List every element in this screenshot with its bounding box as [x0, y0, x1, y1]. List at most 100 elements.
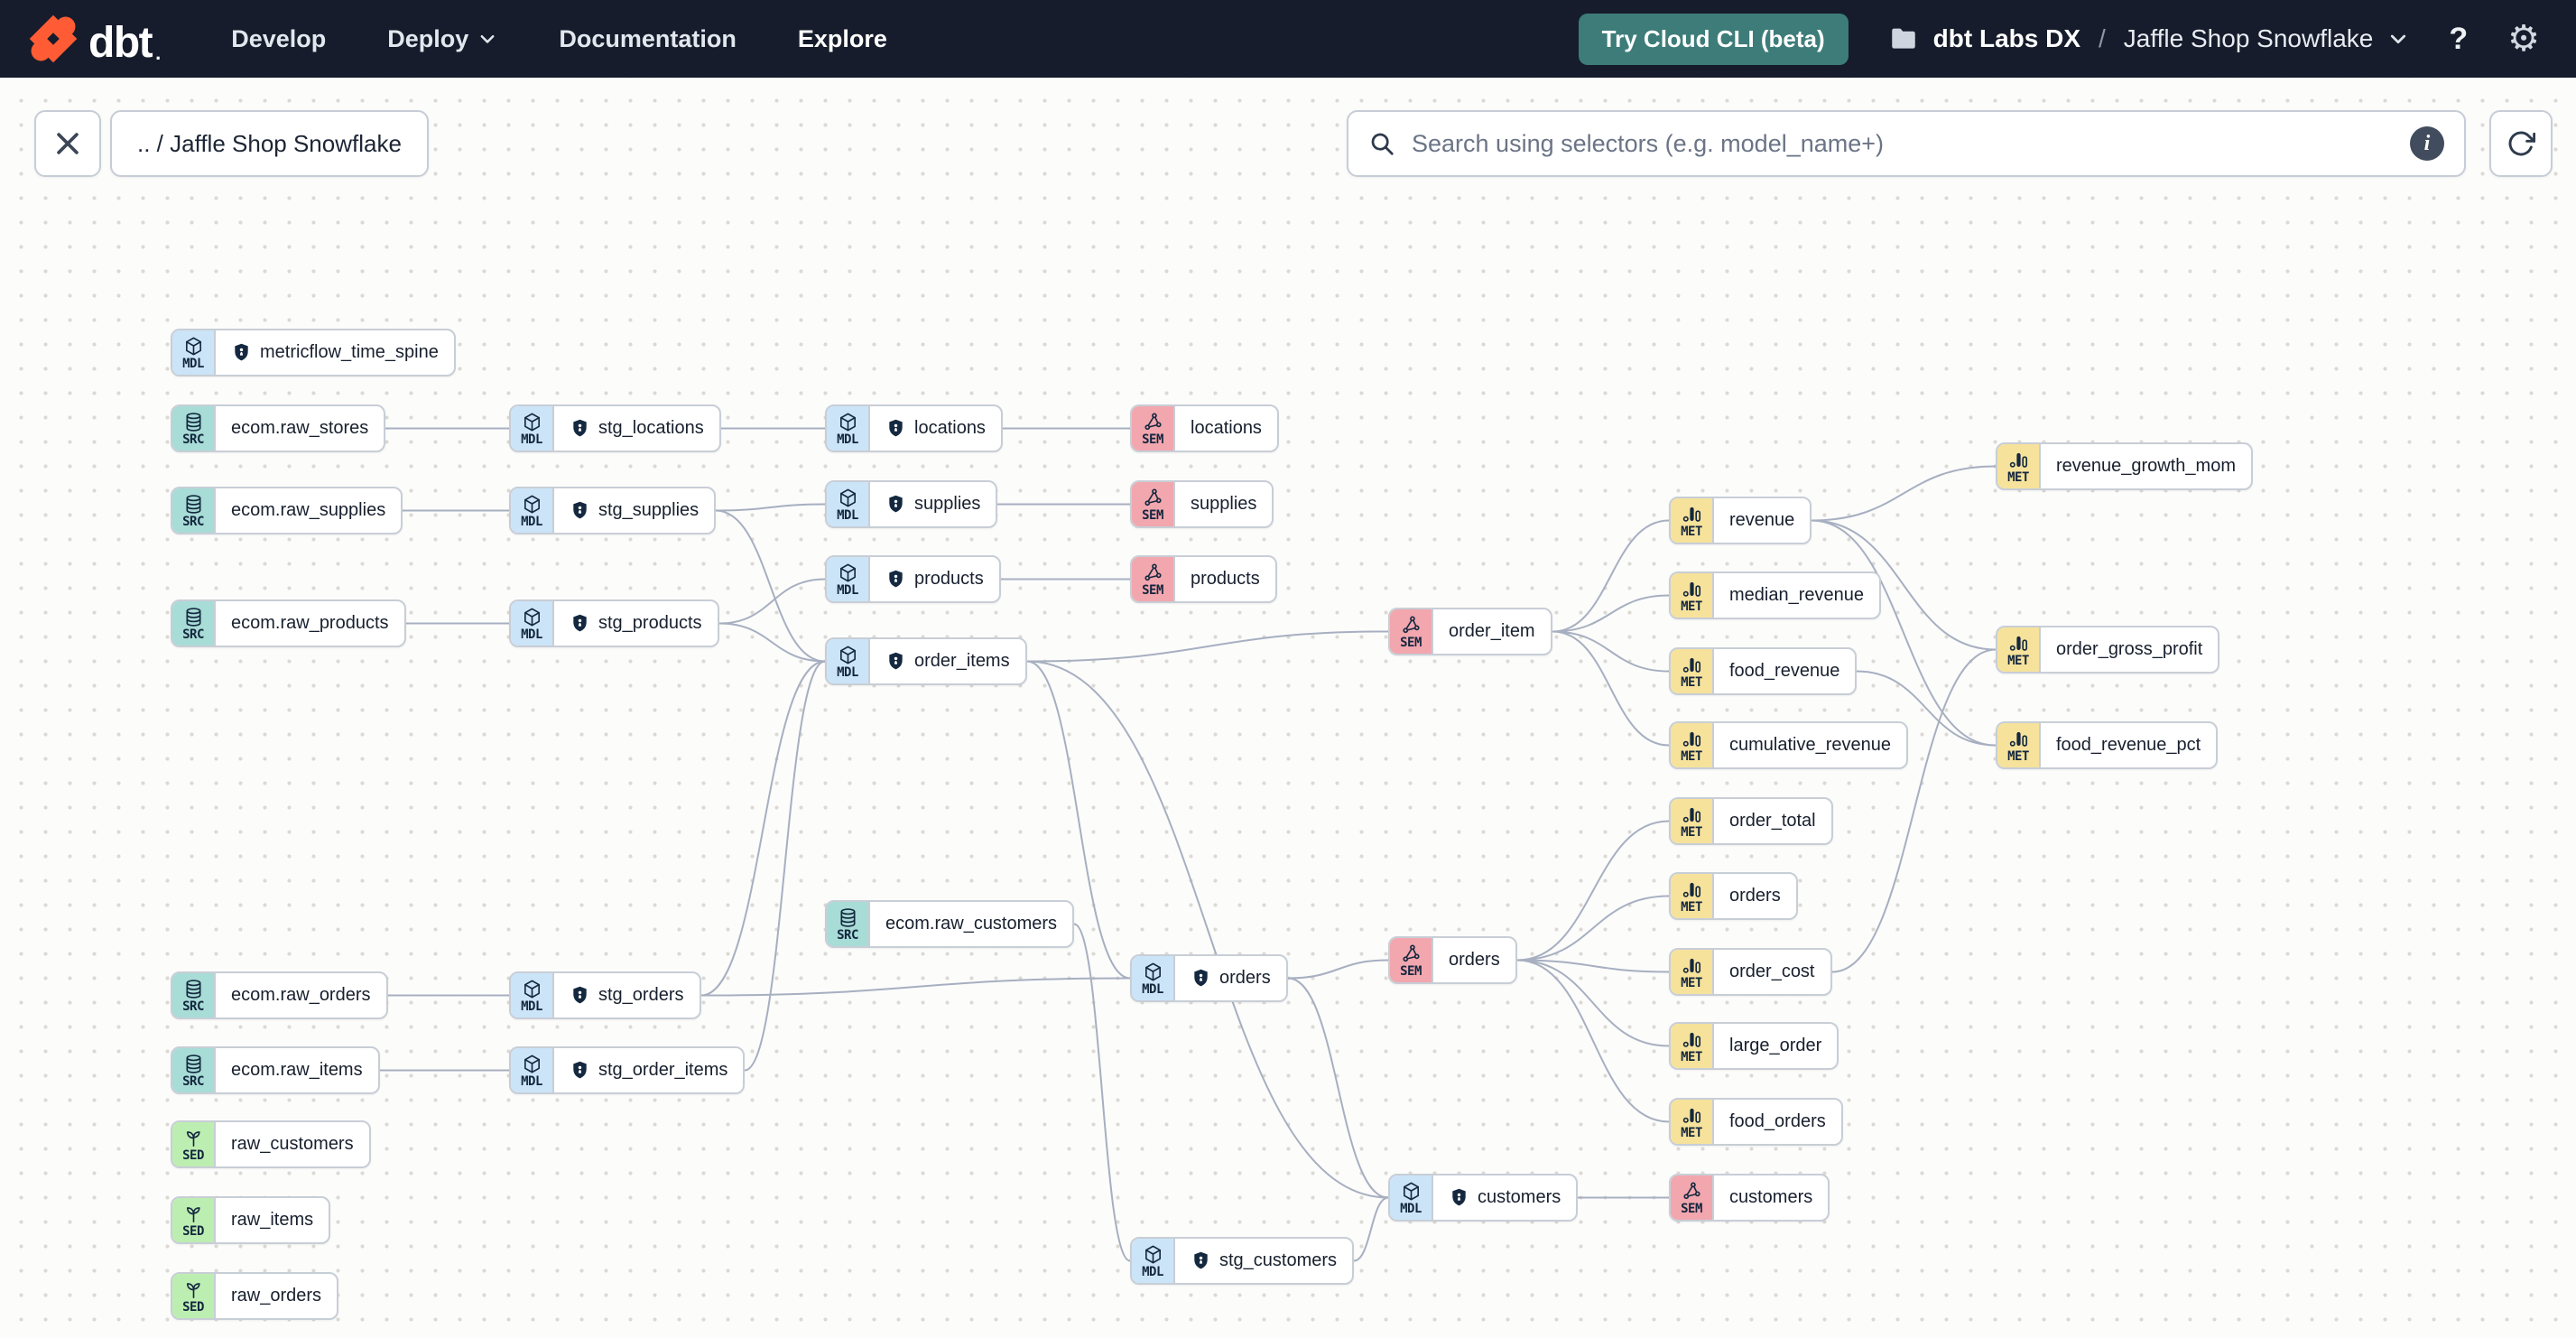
node-label-text: ecom.raw_stores [231, 418, 369, 438]
node-label-text: ecom.raw_items [231, 1060, 363, 1080]
node-kind-tag: MDL [837, 582, 858, 598]
graph-node-stg_products[interactable]: MDL stg_products [509, 599, 719, 647]
node-kind-tag: MET [1681, 674, 1702, 690]
node-kind-tag: MET [2007, 653, 2029, 668]
node-label: ecom.raw_customers [870, 902, 1072, 946]
chevron-down-icon [2391, 34, 2406, 44]
project-breadcrumb[interactable]: dbt Labs DX / Jaffle Shop Snowflake [1888, 23, 2410, 54]
node-label: revenue_growth_mom [2041, 444, 2251, 488]
selector-search[interactable]: i [1347, 110, 2466, 177]
node-label: orders [1175, 956, 1286, 1000]
metric-chart-icon: MET [1671, 723, 1714, 767]
metric-chart-icon: MET [1997, 723, 2041, 767]
node-kind-tag: SRC [837, 927, 858, 943]
node-label: raw_orders [216, 1274, 337, 1318]
node-label-text: locations [914, 418, 986, 438]
node-label-text: order_items [914, 651, 1010, 671]
graph-node-seed_items[interactable]: SED raw_items [171, 1196, 331, 1244]
seed-icon: SED [172, 1122, 216, 1166]
gear-icon[interactable]: ⚙ [2507, 19, 2540, 59]
node-kind-tag: MDL [521, 627, 542, 642]
metric-chart-icon: MET [1671, 950, 1714, 994]
graph-node-src_customers[interactable]: SRC ecom.raw_customers [825, 900, 1075, 948]
search-input[interactable] [1412, 129, 2394, 158]
info-icon[interactable]: i [2410, 126, 2444, 161]
node-kind-tag: SEM [1142, 432, 1163, 447]
nav-item-explore[interactable]: Explore [797, 24, 887, 52]
nav-item-deploy[interactable]: Deploy [387, 25, 497, 53]
seed-icon: SED [172, 1274, 216, 1318]
node-label: order_total [1714, 799, 1831, 843]
node-kind-tag: SEM [1142, 507, 1163, 523]
model-cube-icon: MDL [827, 557, 870, 601]
node-label-text: supplies [914, 494, 981, 514]
metric-chart-icon: MET [1997, 627, 2041, 672]
node-kind-tag: SRC [182, 514, 204, 529]
close-lineage-button[interactable] [34, 110, 101, 177]
graph-node-src_items[interactable]: SRC ecom.raw_items [171, 1046, 380, 1094]
chevron-down-icon [480, 35, 495, 43]
node-kind-tag: MET [1681, 824, 1702, 840]
node-label-text: ecom.raw_orders [231, 985, 371, 1005]
project-name[interactable]: Jaffle Shop Snowflake [2123, 24, 2374, 52]
protected-shield-icon [885, 569, 906, 590]
graph-node-met_order_total[interactable]: MET order_total [1669, 797, 1833, 845]
graph-node-seed_orders[interactable]: SED raw_orders [171, 1272, 339, 1320]
node-label-text: order_item [1449, 621, 1535, 641]
nav-item-develop[interactable]: Develop [231, 24, 327, 52]
dbt-logo[interactable]: dbt . [27, 13, 161, 65]
help-button[interactable]: ? [2449, 21, 2469, 56]
node-kind-tag: MET [1681, 1125, 1702, 1140]
nav-item-documentation[interactable]: Documentation [559, 24, 737, 52]
source-database-icon: SRC [172, 1048, 216, 1092]
try-cloud-cli-button[interactable]: Try Cloud CLI (beta) [1578, 13, 1849, 65]
node-label: orders [1433, 938, 1515, 982]
node-label: median_revenue [1714, 573, 1879, 618]
node-kind-tag: SED [182, 1223, 204, 1239]
node-label: customers [1433, 1175, 1576, 1220]
node-label-text: raw_items [231, 1210, 314, 1230]
node-label: stg_products [554, 601, 718, 646]
account-name[interactable]: dbt Labs DX [1932, 24, 2081, 52]
lineage-canvas[interactable]: .. / Jaffle Shop Snowflake i MDLmetricfl… [0, 78, 2576, 1338]
node-kind-tag: MDL [1142, 1264, 1163, 1279]
node-kind-tag: SED [182, 1299, 204, 1315]
refresh-button[interactable] [2489, 110, 2553, 177]
node-label: ecom.raw_items [216, 1048, 378, 1092]
lineage-path-breadcrumb[interactable]: .. / Jaffle Shop Snowflake [110, 110, 429, 177]
